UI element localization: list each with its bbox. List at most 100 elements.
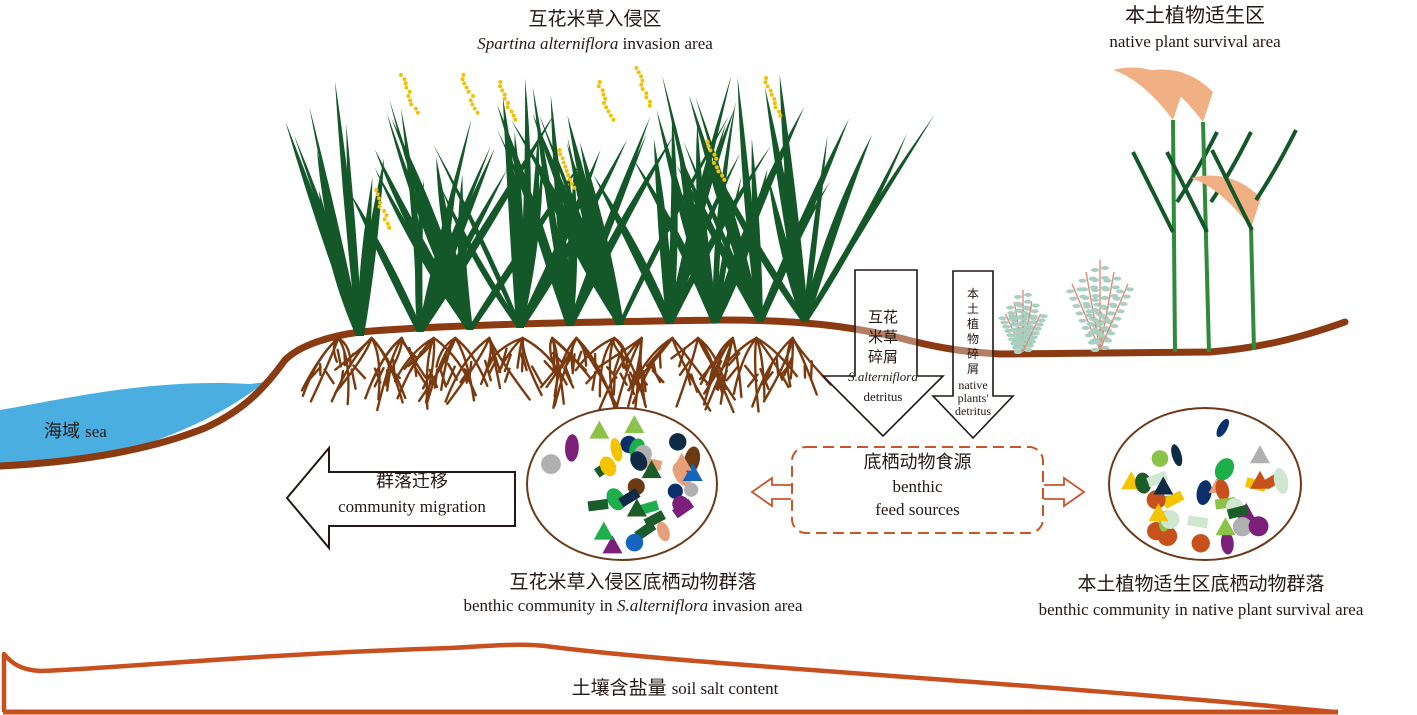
native-detritus-zh-6: 屑 [966, 362, 979, 376]
sea-label: 海域 sea [44, 421, 107, 443]
root-strand [446, 336, 491, 406]
root-strand [751, 336, 794, 408]
spartina-flower [398, 73, 403, 77]
spartina-flower [557, 148, 562, 152]
reed-leaf [1175, 131, 1219, 204]
feed-sources-en-1: benthic [892, 476, 943, 496]
spartina-flower [714, 156, 719, 161]
root-branch [488, 361, 496, 375]
spartina-flower [603, 96, 608, 101]
shrub-leaf [1101, 346, 1109, 350]
shrub-leaf [1075, 311, 1084, 316]
spartina-flower-spike [705, 140, 727, 182]
root-strand [731, 336, 743, 399]
spartina-flower [498, 84, 503, 89]
spartina-plants [285, 66, 935, 337]
spartina-flower [464, 85, 469, 90]
spartina-flower [502, 92, 507, 97]
root-branch [414, 366, 428, 386]
root-strand [444, 336, 491, 403]
native-detritus-zh-1: 本 [966, 287, 979, 301]
root-branch [392, 358, 396, 377]
native-shrubs [998, 260, 1134, 354]
spartina-flower [601, 92, 606, 97]
shrub-leaf [1031, 331, 1040, 336]
spartina-flower [773, 105, 778, 110]
root-strand [596, 336, 643, 369]
root-strand [702, 336, 734, 406]
organism-blob [1151, 450, 1169, 467]
spartina-leaf [802, 134, 828, 322]
spartina-flower-spike [374, 188, 392, 230]
organism-triangle [1249, 445, 1270, 464]
root-strand [575, 336, 588, 367]
root-branch [352, 364, 367, 380]
spartina-leaf [497, 104, 574, 326]
shrub [998, 290, 1048, 354]
invasion-community-en-species: S.alterniflora [616, 595, 709, 615]
spartina-leaf [801, 134, 873, 322]
spartina-leaf [683, 140, 763, 322]
spartina-flower [777, 109, 782, 114]
spartina-flower [378, 200, 383, 205]
shrub-leaf [1086, 322, 1095, 326]
shrub-leaf [1097, 333, 1106, 338]
spartina-flower [712, 161, 717, 165]
shrub-leaf [1083, 304, 1092, 309]
root-branch [385, 372, 391, 392]
organism-triangle [641, 460, 662, 479]
organism-triangle [1153, 476, 1174, 495]
spartina-flower [634, 66, 639, 70]
spartina-flower [636, 70, 641, 75]
shrub-leaf [1021, 305, 1030, 310]
shrub-leaf [1002, 324, 1011, 329]
root-branch [619, 372, 628, 387]
spartina-flower [708, 148, 713, 153]
sea-area [0, 382, 265, 466]
organism-triangle [589, 420, 610, 439]
shrub-leaf [1115, 289, 1124, 294]
spartina-flower [377, 204, 382, 209]
shrub-leaf [1014, 308, 1022, 313]
spartina-flower [778, 113, 783, 118]
sa-detritus-zh-3: 碎屑 [867, 348, 898, 366]
root-branch [446, 365, 456, 386]
shrub-leaf [1081, 326, 1090, 330]
spartina-flower [472, 106, 477, 111]
spartina-plant [676, 77, 850, 323]
salt-content-label: 土壤含盐量 soil salt content [520, 677, 830, 700]
salt-content-zh: 土壤含盐量 [571, 677, 667, 699]
shrub-leaf [1039, 314, 1048, 319]
reed-leaf [1210, 149, 1254, 231]
native-detritus-zh-5: 碎 [966, 347, 979, 361]
root-branch [350, 368, 357, 391]
native-detritus-zh-4: 物 [966, 332, 979, 346]
organism-oval [565, 434, 579, 462]
root-strand [488, 336, 502, 390]
root-branch [576, 350, 583, 364]
root-strand [753, 336, 760, 413]
root-branch [499, 347, 508, 370]
sea-label-zh: 海域 [44, 421, 80, 442]
spartina-flower [402, 77, 407, 82]
root-strand [631, 336, 674, 405]
invasion-area-title-en: Spartina alterniflora invasion area [440, 34, 750, 54]
native-area-title-en: native plant survival area [1109, 32, 1281, 51]
ground-line [0, 316, 1349, 470]
organism-blob [541, 454, 561, 475]
root-branch [503, 367, 511, 383]
spartina-flower [706, 144, 711, 149]
shrub-leaf [1119, 302, 1128, 306]
root-branch [761, 371, 774, 386]
root-strand [521, 336, 543, 397]
shrub-leaf [1024, 348, 1032, 352]
shrub-leaf [1125, 287, 1134, 292]
shrub-leaf [1007, 311, 1016, 316]
organism-oval [606, 488, 626, 511]
spartina-flower-spike [557, 148, 577, 190]
shrub-leaf [1027, 339, 1036, 344]
native-detritus-zh-2: 土 [966, 302, 979, 316]
spartina-flower [604, 105, 609, 110]
root-branch [403, 356, 415, 371]
invasion-community-zh: 互花米草入侵区底栖动物群落 [509, 571, 757, 593]
